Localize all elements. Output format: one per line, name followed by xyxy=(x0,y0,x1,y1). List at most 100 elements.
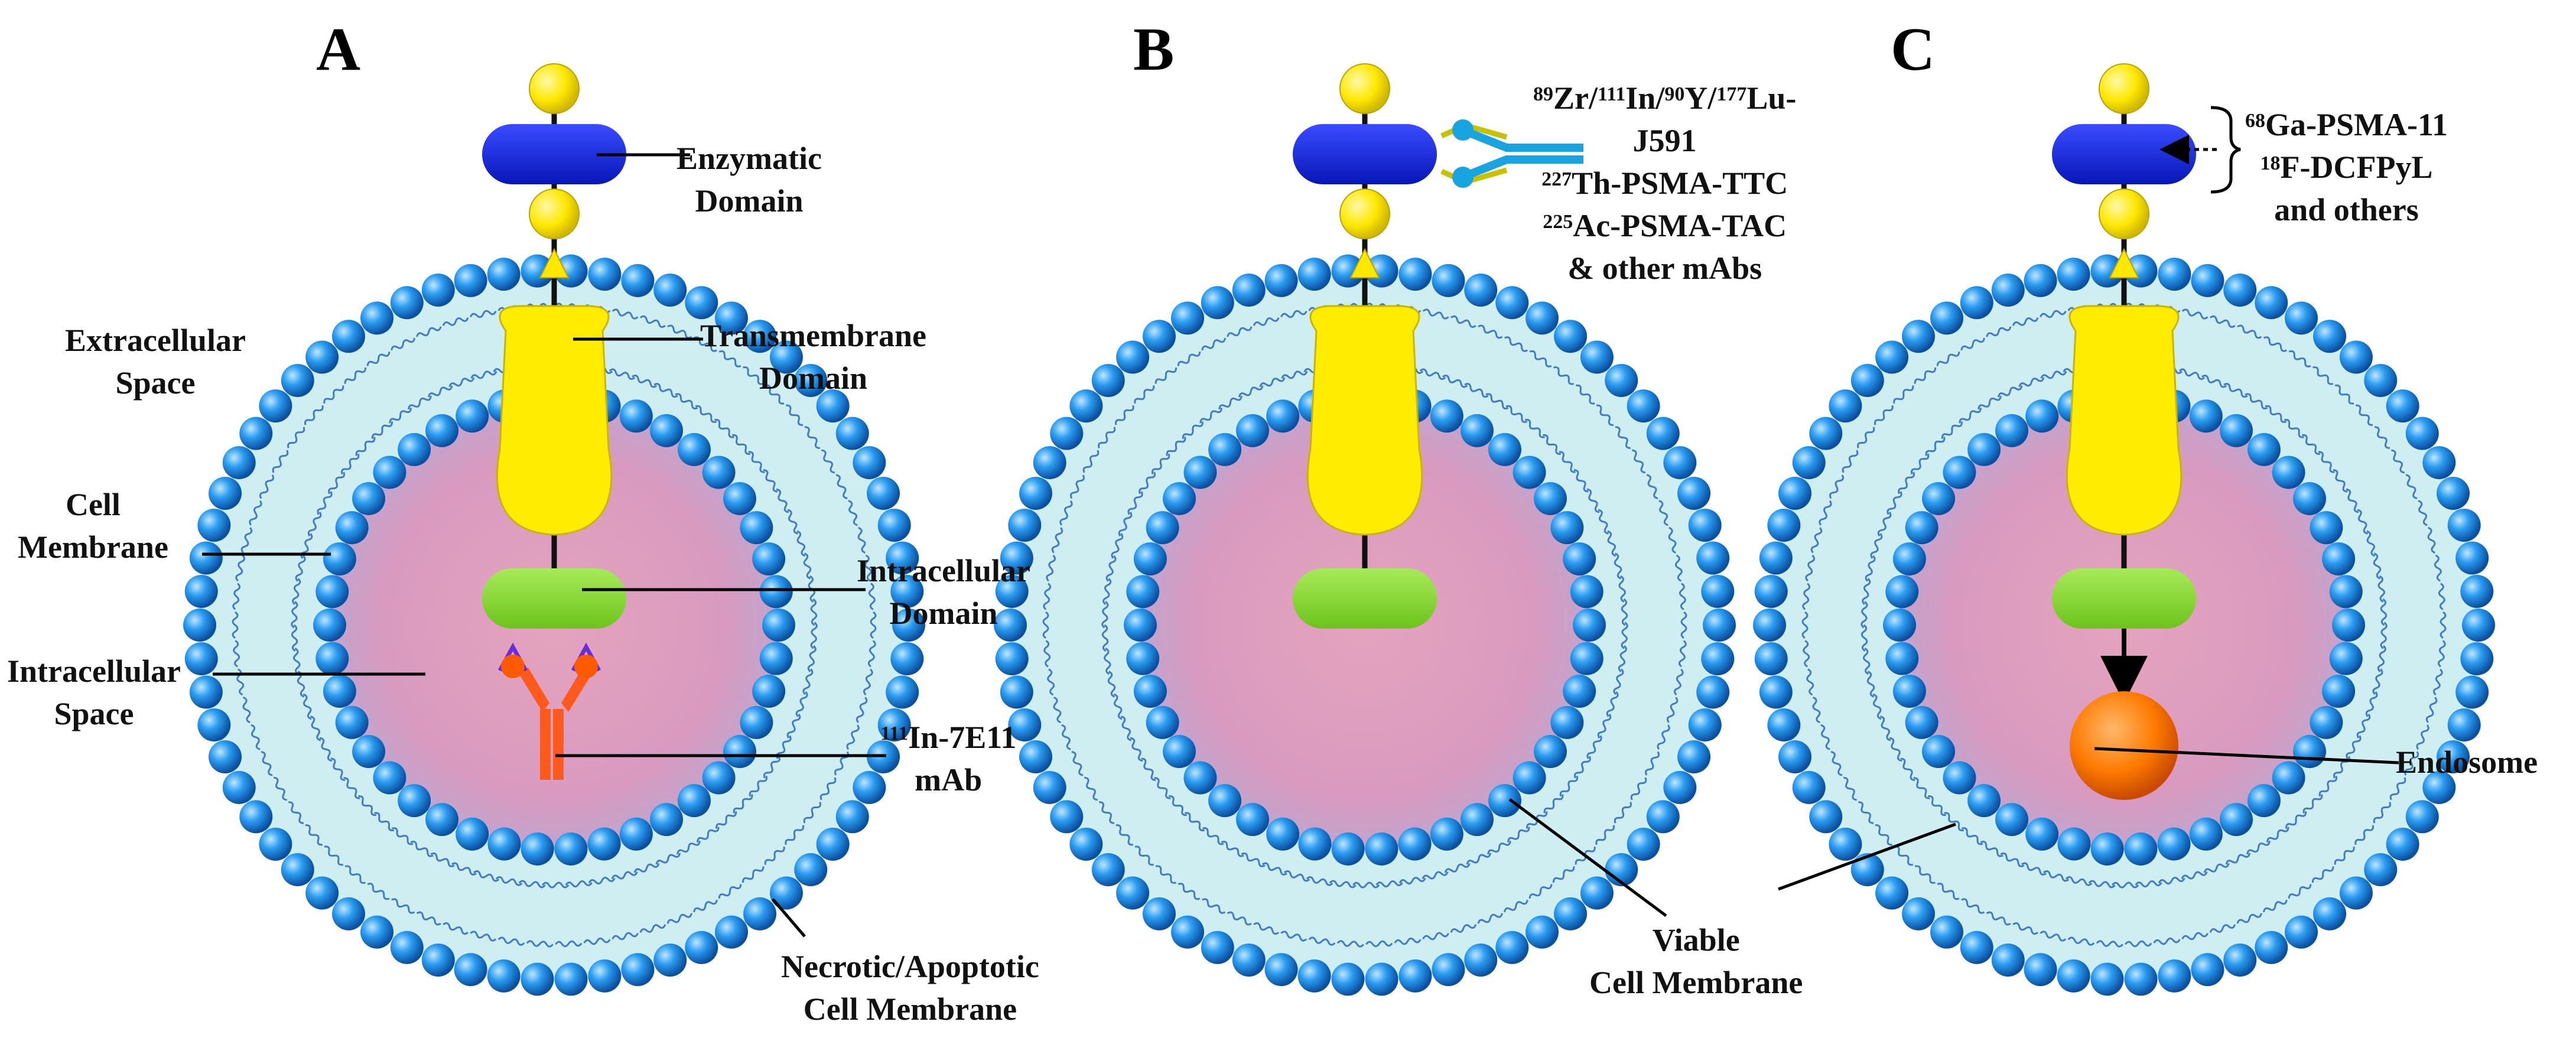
antibody-bead-top xyxy=(1452,119,1474,141)
lipid-tail xyxy=(1559,776,1579,797)
phospholipid-head-outer xyxy=(1701,574,1735,608)
phospholipid-head-outer xyxy=(2437,477,2470,510)
phospholipid-head-outer xyxy=(1331,254,1365,288)
lipid-tail xyxy=(2209,924,2236,933)
phospholipid-head-inner xyxy=(2124,832,2158,866)
lipid-tail xyxy=(330,757,346,781)
lipid-tail xyxy=(1898,471,1915,495)
phospholipid-head-inner xyxy=(1533,735,1567,769)
lipid-tail xyxy=(293,648,301,675)
lipid-tail xyxy=(367,883,390,900)
phospholipid-head-outer xyxy=(281,363,314,397)
mab-7e11-isotope: 111 xyxy=(880,723,909,744)
phospholipid-head-outer xyxy=(521,962,554,996)
lipid-tail xyxy=(1913,777,1930,799)
phospholipid-head-outer xyxy=(1069,389,1103,423)
phospholipid-head-outer xyxy=(2405,800,2439,834)
phospholipid-head-inner xyxy=(2247,784,2281,818)
phospholipid-head-outer xyxy=(816,827,850,861)
phospholipid-head-outer xyxy=(877,508,911,542)
isotope-y: 90 xyxy=(1664,83,1685,105)
leader-lines xyxy=(202,106,2399,938)
transmembrane-domain-shape xyxy=(496,305,613,536)
phospholipid-head-outer xyxy=(1264,263,1298,297)
phospholipid-head-inner xyxy=(1461,803,1494,837)
lipid-tail xyxy=(2042,870,2070,882)
isotope-in: 111 xyxy=(1598,83,1626,105)
lipid-tail xyxy=(1614,802,1632,824)
lipid-tail xyxy=(1084,776,1098,801)
lipid-tail xyxy=(1900,757,1915,781)
phospholipid-head-inner xyxy=(425,414,458,447)
leader-viable-b xyxy=(1508,798,1667,918)
phospholipid-head-outer xyxy=(886,675,919,709)
phospholipid-head-inner xyxy=(352,735,386,769)
phospholipid-head-inner xyxy=(650,414,683,447)
phospholipid-head-outer xyxy=(197,708,231,742)
lipid-tail xyxy=(518,880,546,889)
lipid-tail xyxy=(1874,405,1894,425)
lipid-tail xyxy=(470,310,497,318)
lipid-tail xyxy=(1573,756,1591,779)
lipid-tail xyxy=(588,877,616,885)
enzymatic-domain-shape xyxy=(1293,124,1437,184)
lipid-tail xyxy=(810,598,818,626)
phospholipid-head-outer xyxy=(1688,708,1722,742)
phospholipid-head-outer xyxy=(1627,389,1660,423)
lipid-tail xyxy=(2418,500,2428,526)
phospholipid-head-outer xyxy=(487,258,521,291)
phospholipid-head-outer xyxy=(715,301,748,335)
phospholipid-head-outer xyxy=(2447,508,2481,542)
phospholipid-head-outer xyxy=(1000,541,1033,575)
lipid-tail xyxy=(2178,368,2206,380)
lipid-tail xyxy=(2373,552,2382,580)
phospholipid-head-inner xyxy=(702,456,736,489)
phospholipid-head-outer xyxy=(2455,675,2489,709)
phospholipid-head-inner xyxy=(1922,482,1956,515)
phospholipid-head-inner xyxy=(1885,642,1919,675)
lipid-tail xyxy=(357,795,376,816)
phospholipid-head-inner xyxy=(1995,803,2028,837)
phospholipid-head-outer xyxy=(239,800,273,834)
lipid-tail xyxy=(328,471,346,495)
lipid-tail xyxy=(2263,336,2287,352)
phospholipid-head-outer xyxy=(653,944,687,977)
phospholipid-head-inner xyxy=(335,705,369,739)
phospholipid-head-outer xyxy=(2124,254,2158,288)
lipid-tail xyxy=(1182,421,1204,439)
lipid-tail xyxy=(666,913,692,924)
phospholipid-head-outer xyxy=(2313,320,2347,353)
phospholipid-head-outer xyxy=(1201,931,1234,964)
lipid-tail xyxy=(1154,777,1171,799)
lipid-tail xyxy=(1986,326,2012,337)
lipid-tail xyxy=(803,552,812,580)
lipid-tail xyxy=(1863,648,1871,675)
phospholipid-head-inner xyxy=(1236,414,1269,447)
lipid-tail xyxy=(733,794,753,814)
lipid-tail xyxy=(2135,880,2162,888)
phospholipid-head-inner xyxy=(1513,761,1546,795)
lipid-tail xyxy=(748,451,765,473)
phospholipid-head-inner xyxy=(1208,432,1242,466)
lipid-tail xyxy=(1657,724,1670,750)
phospholipid-head-outer xyxy=(1605,363,1638,397)
mab-agents-line2: J591 xyxy=(1632,123,1697,158)
lipid-tail xyxy=(1099,801,1115,824)
antibody-arm-right xyxy=(561,668,592,712)
phospholipid-head-outer xyxy=(1232,944,1266,977)
lipid-tail xyxy=(1199,408,1222,424)
psma-receptor xyxy=(482,63,626,629)
lipid-tail xyxy=(291,624,298,652)
lipid-tail xyxy=(2266,827,2289,842)
lipid-tail xyxy=(1168,795,1187,816)
lipid-tail xyxy=(2225,853,2251,865)
lipid-tail xyxy=(2380,622,2388,649)
lipid-tail xyxy=(1802,583,1811,610)
lipid-tail xyxy=(1155,865,1176,884)
phospholipid-head-outer xyxy=(2191,953,2224,987)
phospholipid-head-outer xyxy=(189,675,223,709)
lipid-tail xyxy=(1464,383,1489,398)
phospholipid-head-inner xyxy=(2272,456,2305,489)
lipid-tail xyxy=(1280,931,1307,942)
phospholipid-head-outer xyxy=(259,389,292,423)
